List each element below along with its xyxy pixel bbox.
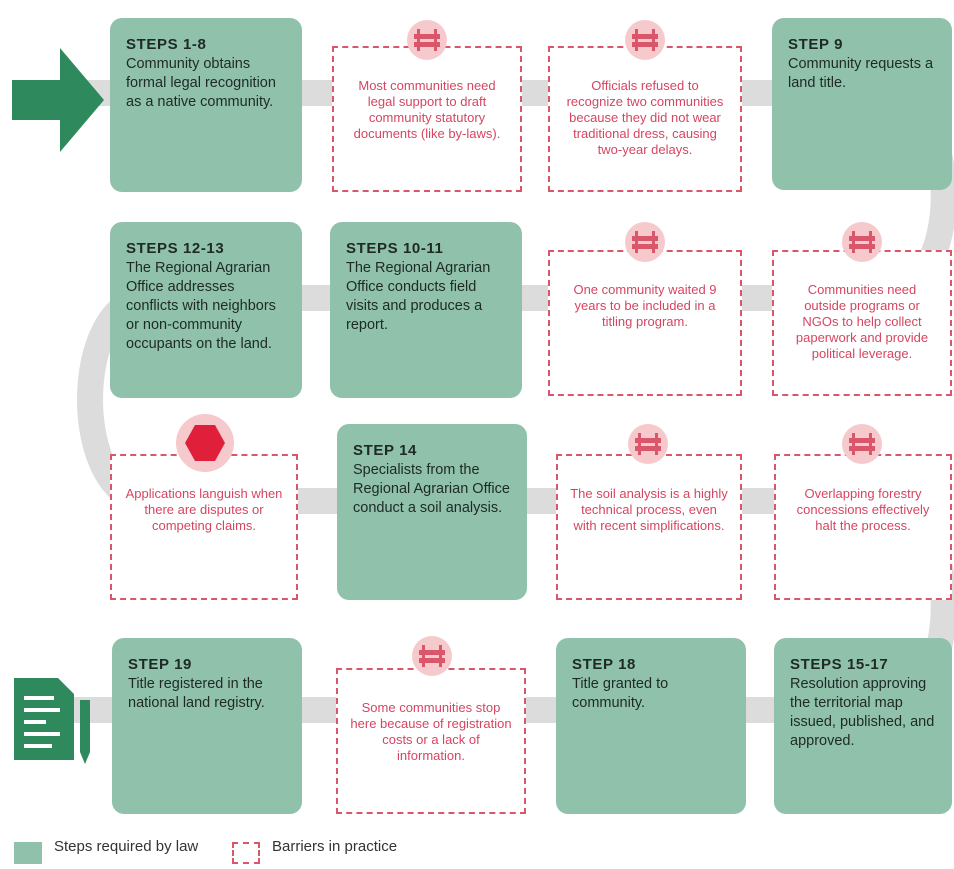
barrier-disputes: Applications languish when there are dis… [110,454,298,600]
step-title: STEP 14 [353,442,417,459]
roadblock-icon [628,424,668,464]
barrier-text: Communities need outside programs or NGO… [795,282,929,361]
title-document-icon [14,678,90,764]
step-15-17: STEPS 15-17 Resolution approving the ter… [774,638,952,814]
step-10-11: STEPS 10-11 The Regional Agrarian Office… [330,222,522,398]
barrier-titling-wait: One community waited 9 years to be inclu… [548,250,742,396]
roadblock-icon [842,424,882,464]
barrier-forestry-concessions: Overlapping forestry concessions effecti… [774,454,952,600]
step-text: Resolution approving the territorial map… [790,676,935,749]
step-title: STEP 9 [788,36,844,53]
barrier-outside-programs: Communities need outside programs or NGO… [772,250,952,396]
barrier-traditional-dress: Officials refused to recognize two commu… [548,46,742,192]
step-text: The Regional Agrarian Office addresses c… [126,260,276,352]
step-title: STEP 19 [128,656,192,673]
roadblock-icon [412,636,452,676]
start-arrow-icon [12,48,104,152]
step-19: STEP 19 Title registered in the national… [112,638,302,814]
step-title: STEP 18 [572,656,636,673]
step-9: STEP 9 Community requests a land title. [772,18,952,190]
barrier-text: Some communities stop here because of re… [350,700,512,763]
barrier-legal-support: Most communities need legal support to d… [332,46,522,192]
step-title: STEPS 15-17 [790,656,889,673]
barrier-text: Overlapping forestry concessions effecti… [796,486,930,533]
legend-swatch-barrier [232,842,260,864]
roadblock-icon [842,222,882,262]
legend-label-law: Steps required by law [54,838,199,855]
step-title: STEPS 10-11 [346,240,444,257]
step-title: STEPS 1-8 [126,36,207,53]
step-12-13: STEPS 12-13 The Regional Agrarian Office… [110,222,302,398]
roadblock-icon [625,222,665,262]
legend-swatch-law [14,842,42,864]
step-title: STEPS 12-13 [126,240,225,257]
step-text: Community requests a land title. [788,56,934,91]
barrier-text: Most communities need legal support to d… [353,78,501,141]
barrier-text: Applications languish when there are dis… [125,486,283,533]
step-1-8: STEPS 1-8 Community obtains formal legal… [110,18,302,192]
legend-label-barrier: Barriers in practice [272,838,398,855]
barrier-soil-analysis: The soil analysis is a highly technical … [556,454,742,600]
barrier-text: The soil analysis is a highly technical … [570,486,728,533]
roadblock-icon [407,20,447,60]
step-text: Title registered in the national land re… [128,676,265,711]
step-text: Specialists from the Regional Agrarian O… [353,462,510,516]
step-text: Community obtains formal legal recogniti… [126,56,276,110]
step-text: The Regional Agrarian Office conducts fi… [346,260,491,333]
barrier-text: One community waited 9 years to be inclu… [573,282,717,329]
barrier-text: Officials refused to recognize two commu… [566,78,724,157]
step-text: Title granted to community. [572,676,669,711]
stop-sign-icon [176,414,234,472]
step-14: STEP 14 Specialists from the Regional Ag… [337,424,527,600]
step-18: STEP 18 Title granted to community. [556,638,746,814]
barrier-registration-costs: Some communities stop here because of re… [336,668,526,814]
roadblock-icon [625,20,665,60]
